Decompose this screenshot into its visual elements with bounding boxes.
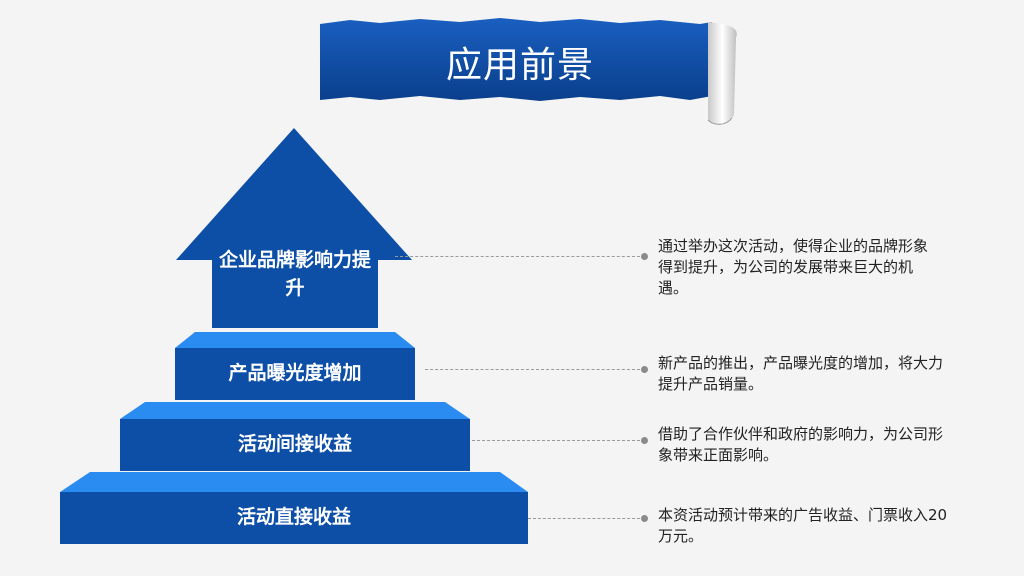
connector-line-2 [425,369,645,370]
level-1-label: 企业品牌影响力提升 [218,249,371,299]
connector-dot-2 [641,366,648,373]
level-3-description: 借助了合作伙伴和政府的影响力，为公司形象带来正面影响。 [658,425,944,464]
growth-pyramid [60,128,528,544]
level-4-description: 本资活动预计带来的广告收益、门票收入20万元。 [658,506,948,545]
connector-line-3 [472,440,645,441]
level-3-label: 活动间接收益 [237,433,352,455]
page-title: 应用前景 [445,45,594,86]
level-1-description: 通过举办这次活动，使得企业的品牌形象得到提升，为公司的发展带来巨大的机遇。 [658,237,929,297]
connector-dot-1 [641,253,648,260]
title-banner: 应用前景 [310,14,750,134]
step-3-top [120,402,470,419]
connector-line-1 [395,256,645,257]
level-4-label: 活动直接收益 [236,506,351,528]
step-3-body [120,419,470,471]
level-2-description: 新产品的推出，产品曝光度的增加，将大力提升产品销量。 [658,354,944,393]
connector-dot-3 [641,437,648,444]
level-2-label: 产品曝光度增加 [228,362,362,384]
connector-dot-4 [641,515,648,522]
step-4-top [60,472,528,492]
step-2-body [175,348,415,400]
step-2-top [175,332,415,348]
connector-line-4 [528,518,645,519]
step-4-body [60,492,528,544]
arrow-up-icon [176,128,412,328]
torn-paper-banner-icon [320,18,737,125]
